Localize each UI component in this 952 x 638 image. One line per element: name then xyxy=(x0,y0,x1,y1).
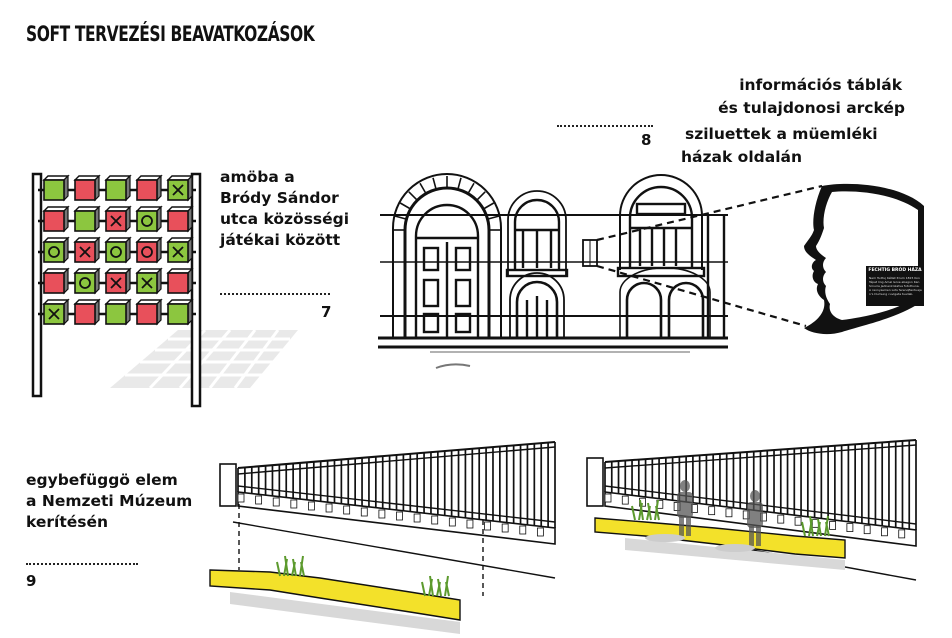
right-post xyxy=(190,172,202,408)
item8-caption-line3: sziluettek a müemléki xyxy=(685,125,878,143)
portrait-silhouette-plaque xyxy=(804,183,924,335)
game-tile xyxy=(104,205,132,233)
game-tile xyxy=(135,205,163,233)
item7-dotted-leader xyxy=(220,293,330,295)
game-tile xyxy=(104,174,132,202)
item9-number: 9 xyxy=(26,572,37,590)
game-tile xyxy=(42,174,70,202)
building-facade xyxy=(378,173,728,369)
game-tile xyxy=(73,236,101,264)
game-tile xyxy=(104,298,132,326)
museum-fence-left xyxy=(209,441,556,638)
game-tile xyxy=(42,205,70,233)
game-tile xyxy=(166,236,194,264)
game-tile xyxy=(42,298,70,326)
item7-caption: amöba a Bródy Sándor utca közösségi játé… xyxy=(220,168,350,249)
item7-number: 7 xyxy=(321,303,332,321)
game-tile xyxy=(73,205,101,233)
item8-caption-line1: információs táblák xyxy=(739,76,902,94)
game-tile xyxy=(73,298,101,326)
item8-number: 8 xyxy=(641,131,652,149)
game-tile xyxy=(104,236,132,264)
item9-dotted-leader xyxy=(26,563,138,565)
projection-lines xyxy=(596,184,823,328)
amoeba-game-board xyxy=(31,172,298,408)
game-tile xyxy=(135,174,163,202)
item9-caption: egybefüggö elem a Nemzeti Múzeum kerítés… xyxy=(26,471,193,531)
game-tile xyxy=(73,267,101,295)
game-tile xyxy=(135,236,163,264)
item8-dotted-leader xyxy=(557,125,653,127)
plaque-title: FECHTIG BRÓD HÁZA xyxy=(868,268,922,273)
game-tile xyxy=(73,174,101,202)
left-post xyxy=(31,172,43,398)
game-tile xyxy=(166,298,194,326)
game-tile xyxy=(42,267,70,295)
game-tile xyxy=(166,205,194,233)
page-title: SOFT TERVEZÉSI BEAVATKOZÁSOK xyxy=(26,22,315,46)
game-tile xyxy=(104,267,132,295)
plaque-text: Nem Tudtuj Kétlet Itrum 1815 Kon Tépet l… xyxy=(869,276,922,296)
game-tile xyxy=(166,267,194,295)
game-tile xyxy=(135,298,163,326)
item8-caption-line4: házak oldalán xyxy=(681,148,803,166)
board-shadow xyxy=(110,328,298,390)
game-tile xyxy=(166,174,194,202)
game-tile xyxy=(42,236,70,264)
game-tile xyxy=(135,267,163,295)
item8-caption-line2: és tulajdonosi arckép xyxy=(718,99,905,117)
museum-fence-right xyxy=(586,439,917,638)
